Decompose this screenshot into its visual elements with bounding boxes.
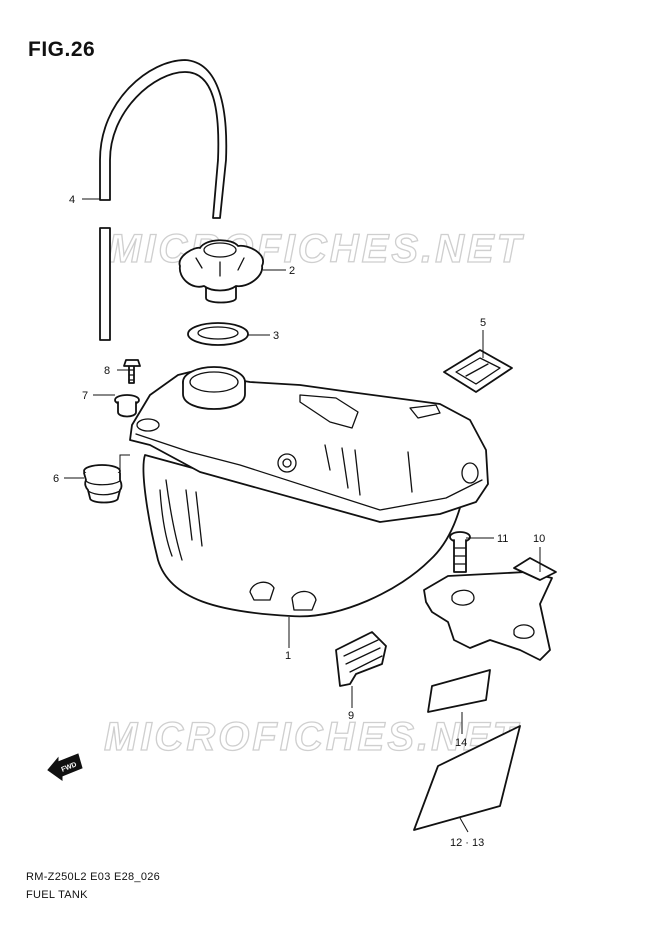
small-label-panel — [427, 669, 491, 713]
figure-code: RM-Z250L2 E03 E28_026 — [26, 871, 161, 883]
tank-pad — [335, 631, 387, 687]
large-label-panel — [413, 725, 521, 831]
figure-title: FIG.26 — [28, 38, 96, 61]
cap-gasket — [187, 322, 249, 346]
bolt — [123, 359, 141, 384]
figure-name: FUEL TANK — [26, 889, 88, 901]
callout-12-13: 12 · 13 — [450, 837, 484, 849]
callout-14: 14 — [455, 737, 467, 749]
watermark-bottom: MICROFICHES.NET — [104, 715, 521, 759]
mount-screw — [449, 531, 471, 573]
breather-hose — [99, 59, 228, 341]
callout-8: 8 — [104, 365, 110, 377]
callout-5: 5 — [480, 317, 486, 329]
callout-2: 2 — [289, 265, 295, 277]
callout-9: 9 — [348, 710, 354, 722]
collar — [114, 394, 140, 418]
callout-1: 1 — [285, 650, 291, 662]
callout-4: 4 — [69, 194, 75, 206]
rubber-cushion — [83, 464, 123, 504]
fwd-arrow: FWD — [47, 753, 83, 781]
tank-bracket — [423, 557, 557, 661]
leader-lines — [64, 198, 541, 833]
fuel-cap — [178, 239, 264, 304]
callout-6: 6 — [53, 473, 59, 485]
fuel-clip — [443, 349, 513, 393]
callout-10: 10 — [533, 533, 545, 545]
callout-7: 7 — [82, 390, 88, 402]
watermark-top: MICROFICHES.NET — [108, 227, 525, 271]
callout-11: 11 — [497, 533, 508, 545]
callout-3: 3 — [273, 330, 279, 342]
fuel-tank — [129, 366, 489, 618]
